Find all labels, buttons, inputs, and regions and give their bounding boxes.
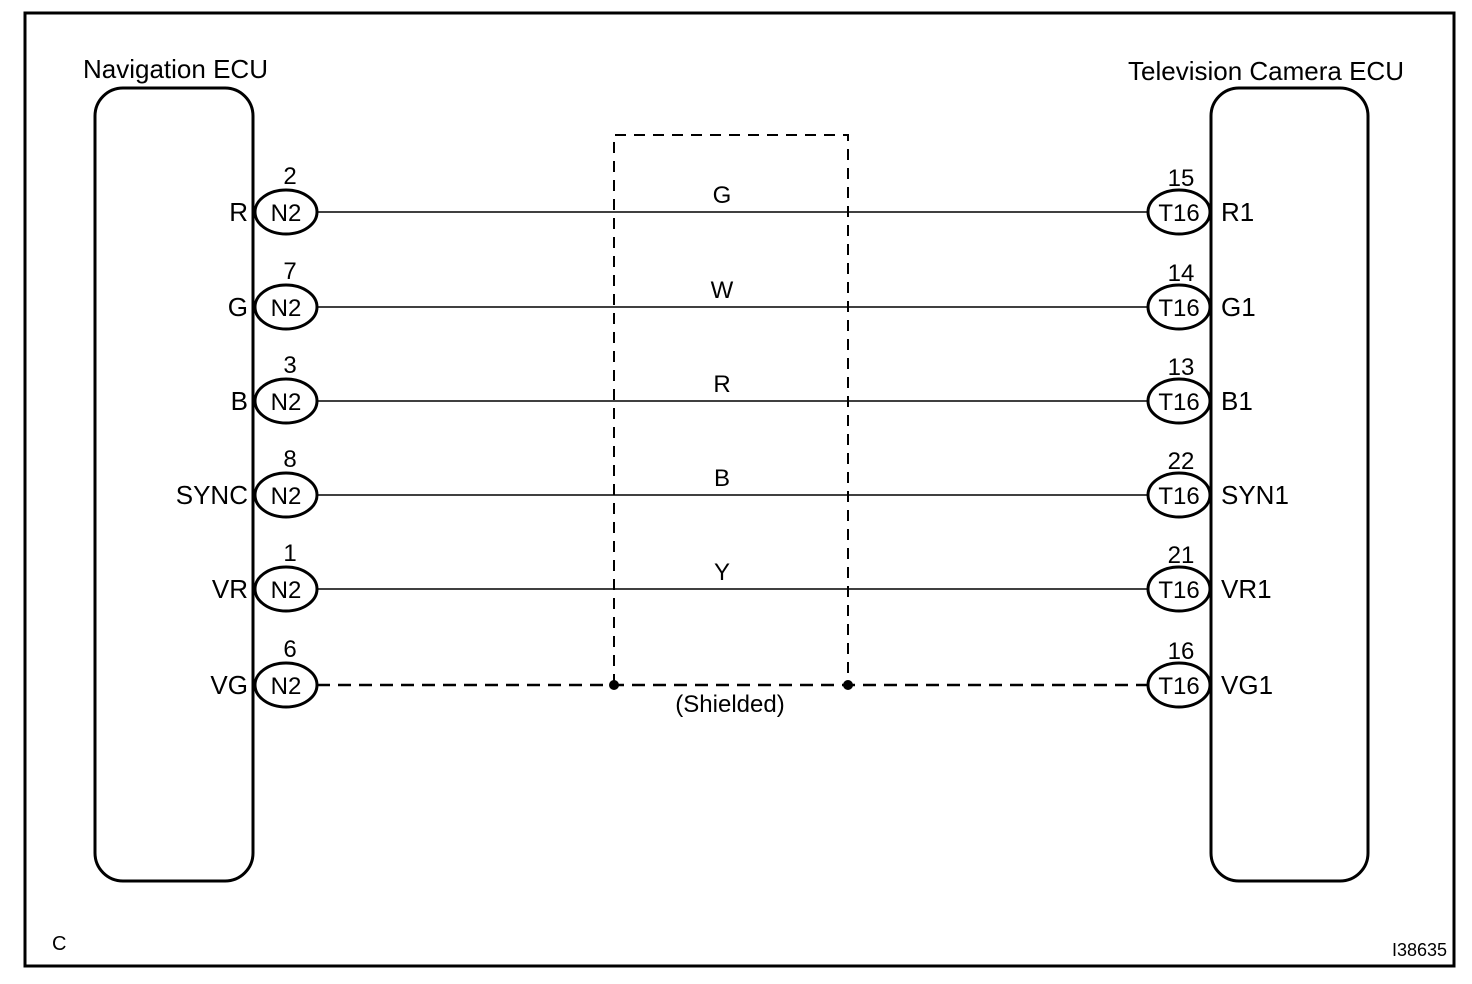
left-signal-name: B [231, 386, 248, 416]
left-connector-label: N2 [271, 200, 302, 227]
wire-color-code: W [711, 277, 734, 304]
right-pin-number: 22 [1168, 448, 1195, 475]
left-connector-oval [253, 377, 319, 425]
right-connector-oval [1146, 377, 1212, 425]
right-signal-name: VG1 [1221, 670, 1273, 700]
right-connector-label: T16 [1158, 295, 1199, 322]
left-connector-label: N2 [271, 483, 302, 510]
diagram-frame [23, 11, 1456, 968]
right-connector-oval [1146, 188, 1212, 236]
shield-junction-left [609, 680, 619, 690]
left-connector-oval [253, 283, 319, 331]
right-connector-label: T16 [1158, 673, 1199, 700]
right-signal-name: SYN1 [1221, 480, 1289, 510]
left-signal-name: VG [210, 670, 248, 700]
wire-color-code: Y [714, 559, 730, 586]
left-connector-label: N2 [271, 295, 302, 322]
wire-color-code: G [713, 182, 732, 209]
right-pin-number: 16 [1168, 638, 1195, 665]
right-pin-number: 15 [1168, 165, 1195, 192]
left-ecu-box [93, 86, 255, 883]
left-pin-number: 3 [283, 352, 296, 379]
right-connector-label: T16 [1158, 577, 1199, 604]
left-connector-oval [253, 188, 319, 236]
left-connector-oval [253, 471, 319, 519]
right-connector-oval [1146, 565, 1212, 613]
right-signal-name: R1 [1221, 197, 1254, 227]
left-pin-number: 1 [283, 540, 296, 567]
right-ecu-title: Television Camera ECU [1128, 56, 1404, 86]
right-pin-number: 13 [1168, 354, 1195, 381]
right-pin-number: 21 [1168, 542, 1195, 569]
left-signal-name: VR [212, 574, 248, 604]
right-signal-name: B1 [1221, 386, 1253, 416]
corner-label: C [52, 933, 66, 955]
left-pin-number: 8 [283, 446, 296, 473]
left-ecu-title: Navigation ECU [83, 54, 268, 84]
left-connector-label: N2 [271, 673, 302, 700]
right-pin-number: 14 [1168, 260, 1195, 287]
left-pin-number: 7 [283, 258, 296, 285]
right-connector-oval [1146, 471, 1212, 519]
shield-enclosure [613, 134, 849, 685]
left-signal-name: SYNC [176, 480, 248, 510]
figure-id: I38635 [1392, 940, 1447, 960]
left-signal-name: R [229, 197, 248, 227]
left-connector-oval [253, 661, 319, 709]
right-connector-label: T16 [1158, 483, 1199, 510]
left-pin-number: 2 [283, 163, 296, 190]
shield-label: (Shielded) [675, 691, 784, 718]
left-connector-oval [253, 565, 319, 613]
wire-color-code: R [713, 371, 730, 398]
left-connector-label: N2 [271, 389, 302, 416]
right-connector-label: T16 [1158, 389, 1199, 416]
left-connector-label: N2 [271, 577, 302, 604]
right-connector-oval [1146, 661, 1212, 709]
right-ecu-box [1209, 86, 1370, 883]
shield-junction-right [843, 680, 853, 690]
right-signal-name: VR1 [1221, 574, 1272, 604]
right-connector-label: T16 [1158, 200, 1199, 227]
right-signal-name: G1 [1221, 292, 1256, 322]
left-pin-number: 6 [283, 636, 296, 663]
left-signal-name: G [228, 292, 248, 322]
wire-color-code: B [714, 465, 730, 492]
right-connector-oval [1146, 283, 1212, 331]
